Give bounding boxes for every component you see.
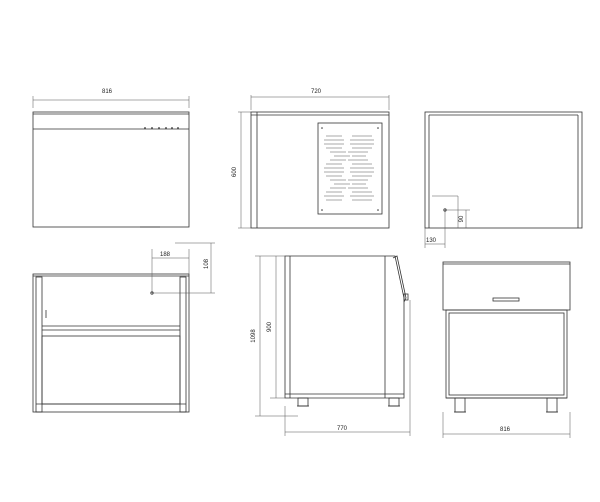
top-module — [442, 261, 571, 311]
cabinet-body — [284, 255, 405, 399]
offset-x-label: 130 — [426, 238, 437, 244]
open-front-view: 188 108 — [32, 242, 215, 413]
side-elevation-view: 900 1098 770 — [251, 255, 411, 436]
door-handle — [492, 297, 520, 302]
foot-left — [454, 397, 466, 413]
lower-cabinet — [445, 309, 568, 399]
inner-height-label: 900 — [267, 321, 273, 332]
side-vent-view: 720 600 — [232, 89, 390, 229]
foot-left — [297, 397, 309, 407]
foot-right — [388, 397, 400, 407]
cabinet-body — [32, 111, 190, 228]
vent-slots — [324, 135, 374, 201]
width-dimension-label: 816 — [102, 89, 113, 95]
total-height-label: 1098 — [251, 329, 257, 343]
offset-y-label: 108 — [204, 258, 210, 269]
front-door-view: 816 — [442, 261, 571, 438]
foot-right — [546, 397, 558, 413]
cabinet-body — [424, 111, 583, 229]
depth-label: 770 — [337, 426, 348, 432]
width-dimension-label: 816 — [500, 427, 511, 433]
vent-panel — [317, 122, 383, 215]
width-dimension-label: 720 — [311, 89, 322, 95]
cabinet-body — [250, 111, 390, 229]
control-panel-buttons — [144, 127, 179, 129]
lower-door-panel — [41, 335, 181, 405]
cabinet-frame — [32, 273, 190, 413]
height-dimension-label: 600 — [232, 166, 238, 177]
rear-connection-view: 130 90 — [424, 111, 583, 248]
offset-y-label: 90 — [459, 215, 465, 222]
offset-x-label: 188 — [160, 252, 171, 258]
front-elevation-view: 816 — [32, 89, 190, 228]
